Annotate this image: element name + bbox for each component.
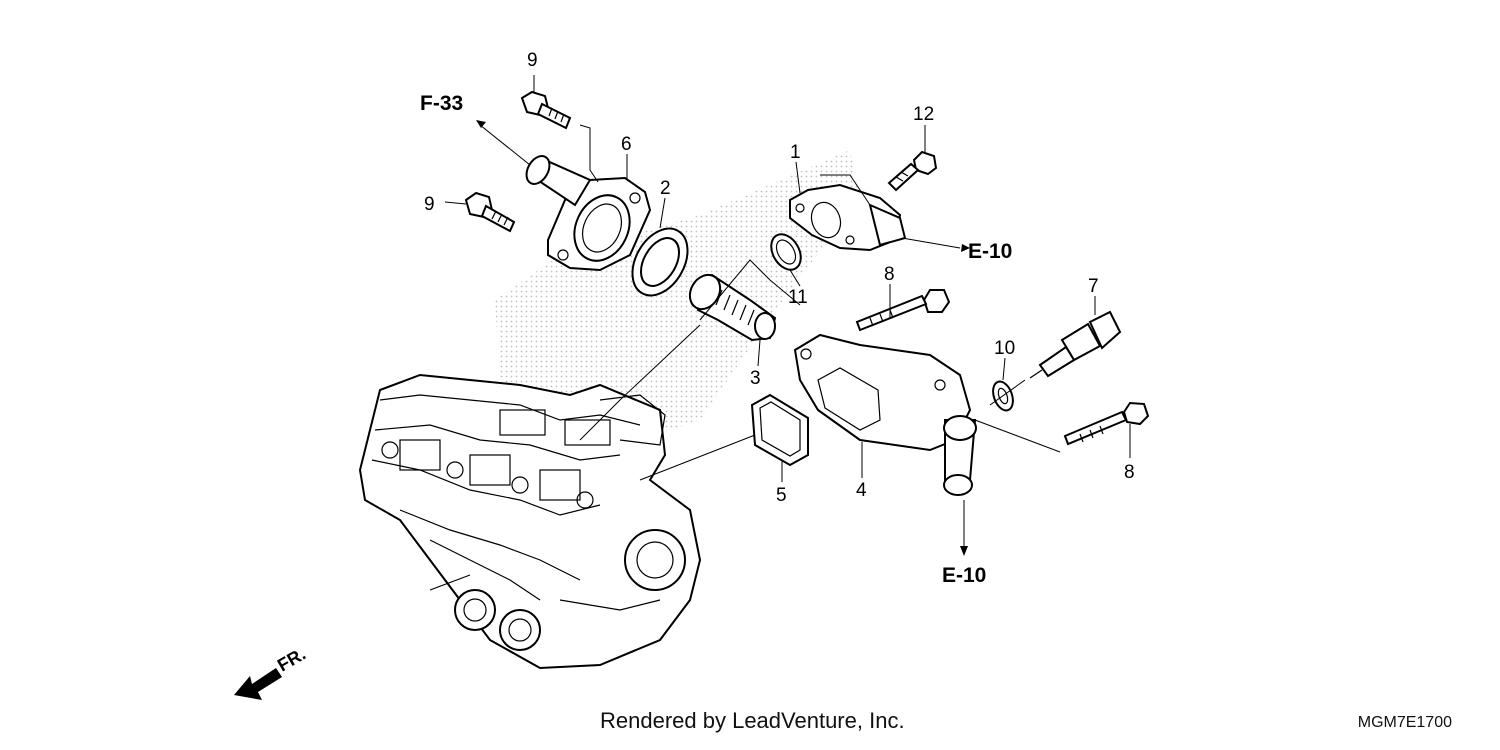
part-2-o-ring bbox=[631, 227, 689, 297]
callout-10: 10 bbox=[994, 338, 1015, 359]
callout-6: 6 bbox=[621, 134, 632, 155]
callout-8-upper: 8 bbox=[884, 264, 895, 285]
callout-2: 2 bbox=[660, 178, 671, 199]
part-3-thermostat bbox=[688, 273, 777, 342]
callout-11: 11 bbox=[788, 287, 808, 308]
leader-lines bbox=[444, 75, 1131, 556]
callout-9-upper: 9 bbox=[527, 50, 538, 71]
part-8-bolt-lower bbox=[1063, 401, 1150, 446]
part-12-bolt bbox=[887, 150, 938, 192]
callout-1: 1 bbox=[790, 142, 801, 163]
ref-e10-upper[interactable]: E-10 bbox=[968, 240, 1012, 263]
part-9-bolt-lower bbox=[464, 191, 516, 233]
background-stipple bbox=[495, 150, 860, 440]
ref-e10-lower[interactable]: E-10 bbox=[942, 564, 986, 587]
part-9-bolt-upper bbox=[520, 90, 572, 130]
ref-f33[interactable]: F-33 bbox=[420, 92, 463, 115]
callout-5: 5 bbox=[776, 485, 787, 506]
diagram-code: MGM7E1700 bbox=[1357, 714, 1452, 731]
callout-7: 7 bbox=[1088, 276, 1099, 297]
part-5-gasket bbox=[750, 393, 809, 467]
render-credit: Rendered by LeadVenture, Inc. bbox=[600, 708, 905, 733]
part-11-o-ring bbox=[770, 233, 802, 271]
callout-9-lower: 9 bbox=[424, 194, 435, 215]
front-arrow-icon: FR. bbox=[234, 644, 309, 700]
part-6-water-pipe bbox=[525, 155, 652, 272]
callout-3: 3 bbox=[750, 368, 761, 389]
part-1-thermostat-cover bbox=[789, 183, 907, 252]
part-8-bolt-upper bbox=[855, 289, 951, 332]
engine-block bbox=[358, 373, 702, 670]
callout-12: 12 bbox=[913, 104, 934, 125]
part-4-thermostat-housing bbox=[793, 333, 977, 496]
callout-4: 4 bbox=[856, 480, 867, 501]
front-label: FR. bbox=[274, 644, 309, 676]
callout-8-lower: 8 bbox=[1124, 462, 1135, 483]
part-7-temperature-sensor bbox=[1029, 310, 1122, 379]
